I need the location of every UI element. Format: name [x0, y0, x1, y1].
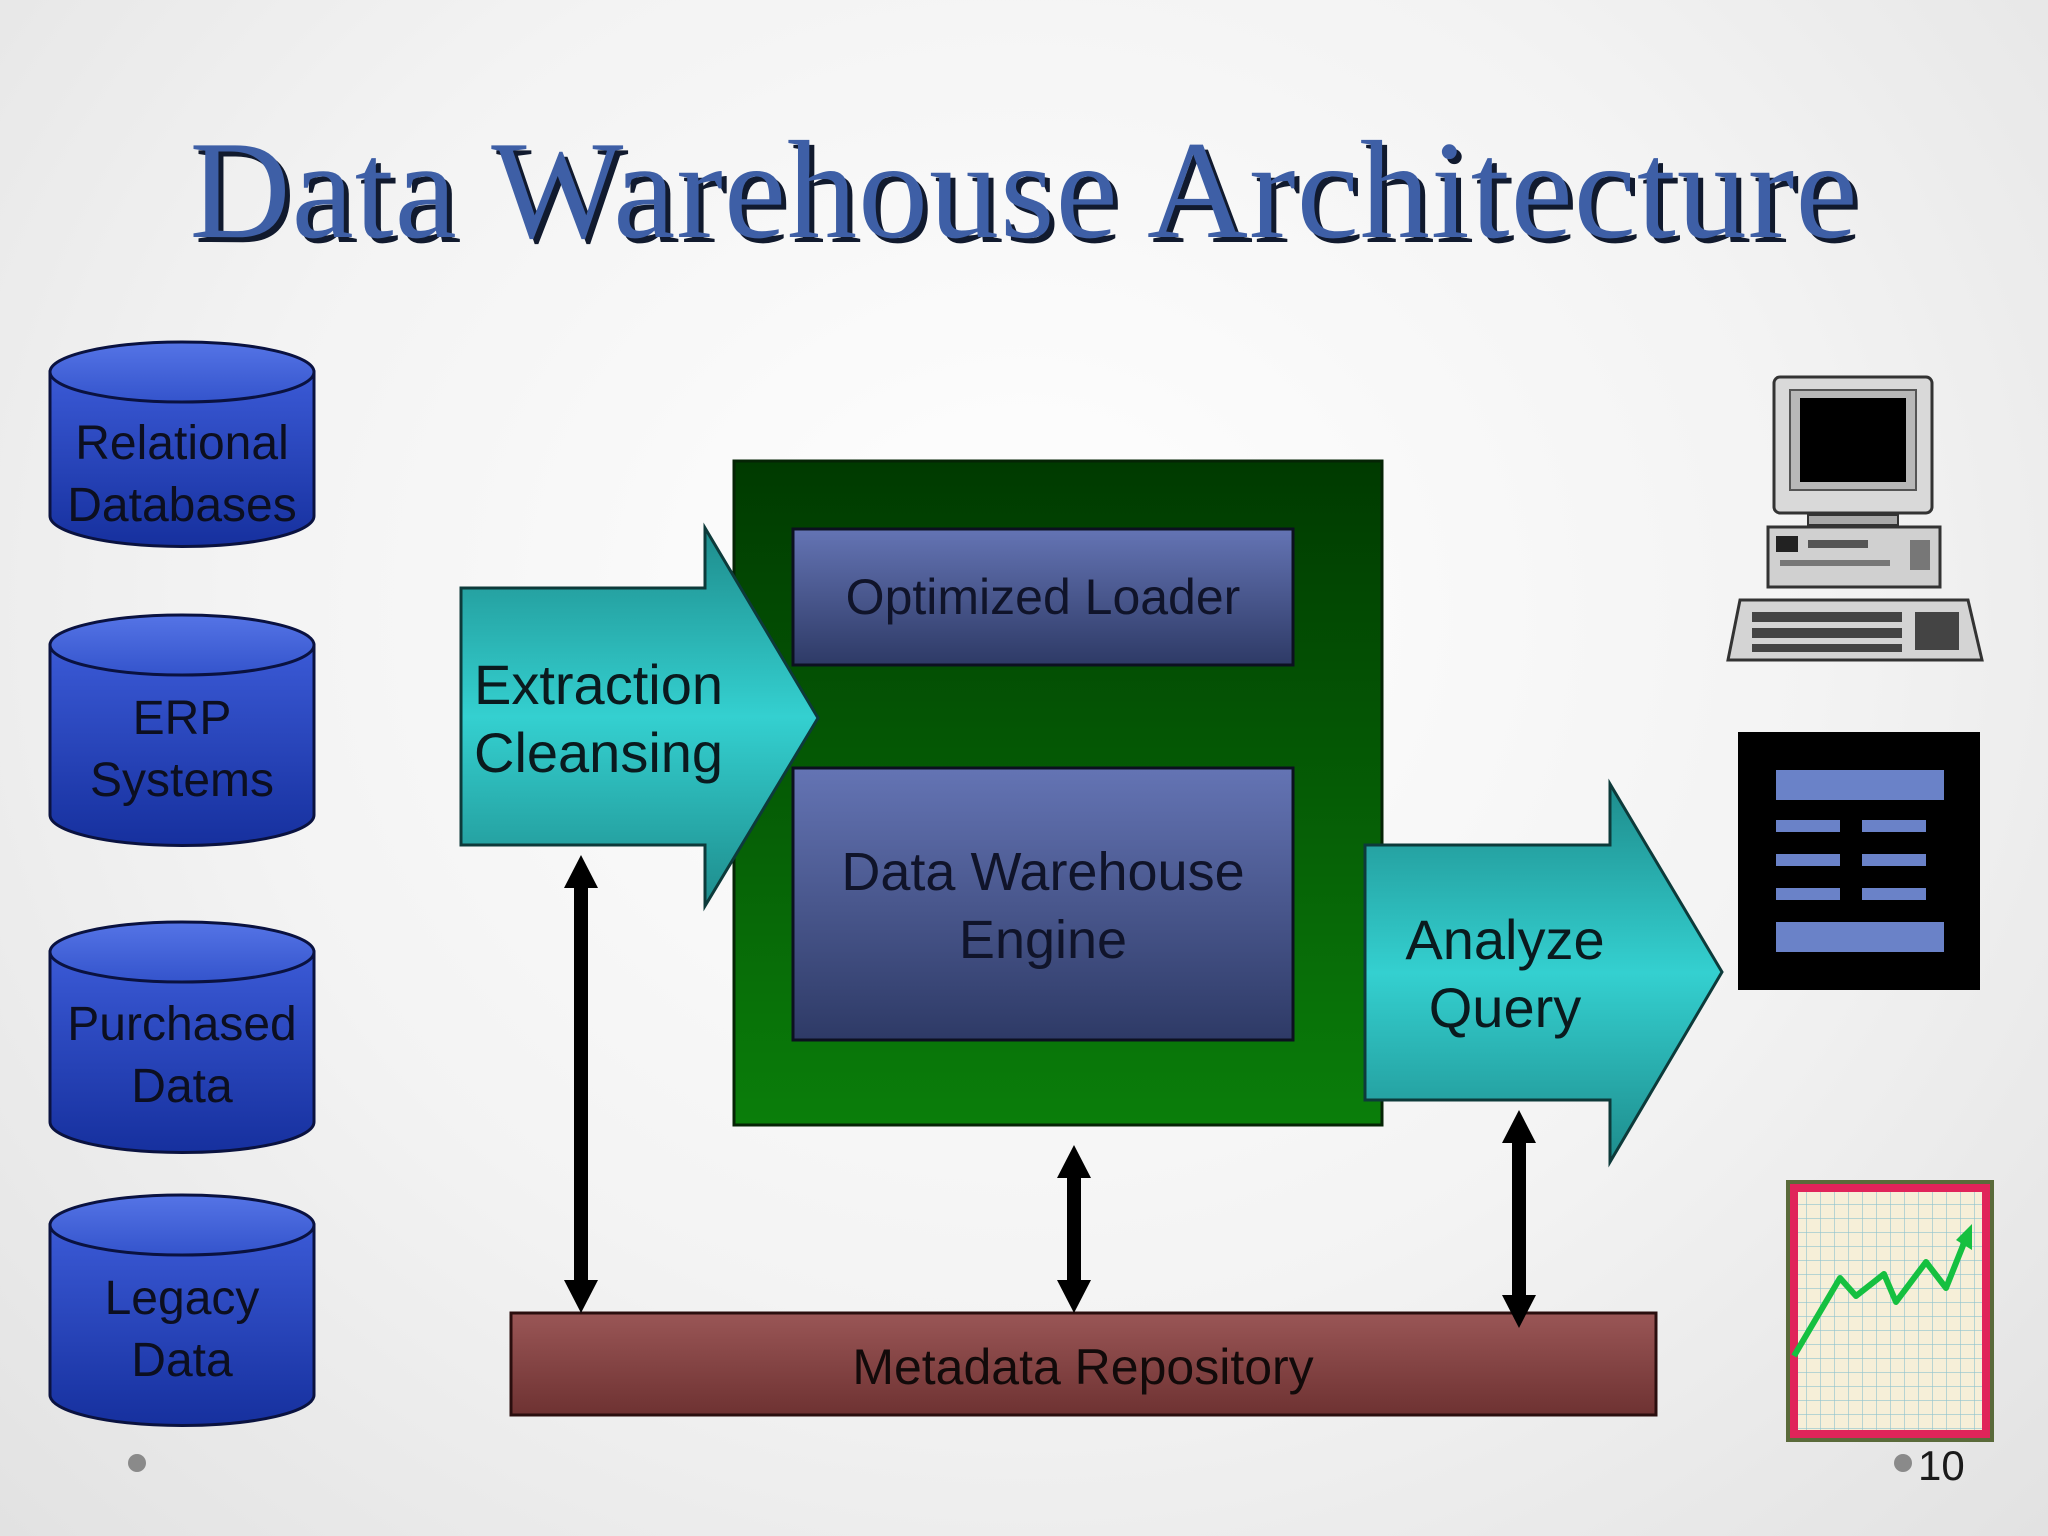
source-legacy-data [48, 1193, 316, 1427]
report-icon [1738, 732, 1980, 990]
source-erp-systems [48, 613, 316, 847]
source-label-relational: Relational Databases [50, 413, 314, 537]
line-chart-icon [1786, 1180, 1994, 1442]
warehouse-engine-label-line: Engine [958, 910, 1128, 970]
source-label-line: Relational [75, 417, 289, 470]
analyze-label-line: Query [1428, 976, 1582, 1039]
warehouse-engine-box [791, 766, 1295, 1042]
extraction-label-line: Extraction [474, 653, 723, 716]
double-arrow-extraction [564, 855, 598, 1313]
source-label-line: Databases [67, 479, 297, 532]
warehouse-engine-label: Data Warehouse Engine [793, 838, 1293, 974]
optimized-loader-box [791, 527, 1295, 667]
extraction-label-line: Cleansing [474, 721, 724, 784]
source-label-line: Legacy [104, 1272, 260, 1325]
source-label-line: Systems [89, 754, 275, 807]
double-arrow-warehouse [1057, 1145, 1091, 1313]
slide-title: Data Warehouse Architecture [189, 113, 1859, 268]
source-purchased-data [48, 920, 316, 1154]
metadata-repository-label: Metadata Repository [852, 1339, 1314, 1395]
extraction-arrow [459, 522, 820, 912]
analyze-label-line: Analyze [1405, 908, 1605, 971]
double-arrow-analyze [1502, 1110, 1536, 1328]
bullet-left [128, 1454, 146, 1472]
source-label-line: Purchased [67, 998, 297, 1051]
warehouse-engine-label-line: Data Warehouse [841, 842, 1245, 902]
page-number: 10 [1918, 1442, 1965, 1489]
analyze-label: Analyze Query [1370, 906, 1640, 1042]
source-label-line: Data [131, 1334, 233, 1387]
extraction-label: Extraction Cleansing [474, 651, 774, 787]
bullet-right [1894, 1454, 1912, 1472]
source-label-line: Data [131, 1060, 233, 1113]
source-label-line: ERP [132, 692, 232, 745]
source-label-legacy: Legacy Data [50, 1268, 314, 1392]
source-relational-databases [48, 340, 316, 548]
metadata-repository-bar [509, 1311, 1658, 1417]
optimized-loader-label: Optimized Loader [845, 569, 1241, 625]
analyze-arrow [1363, 778, 1724, 1168]
source-label-purchased: Purchased Data [50, 994, 314, 1118]
computer-icon [1726, 375, 1984, 662]
source-label-erp: ERP Systems [50, 688, 314, 812]
